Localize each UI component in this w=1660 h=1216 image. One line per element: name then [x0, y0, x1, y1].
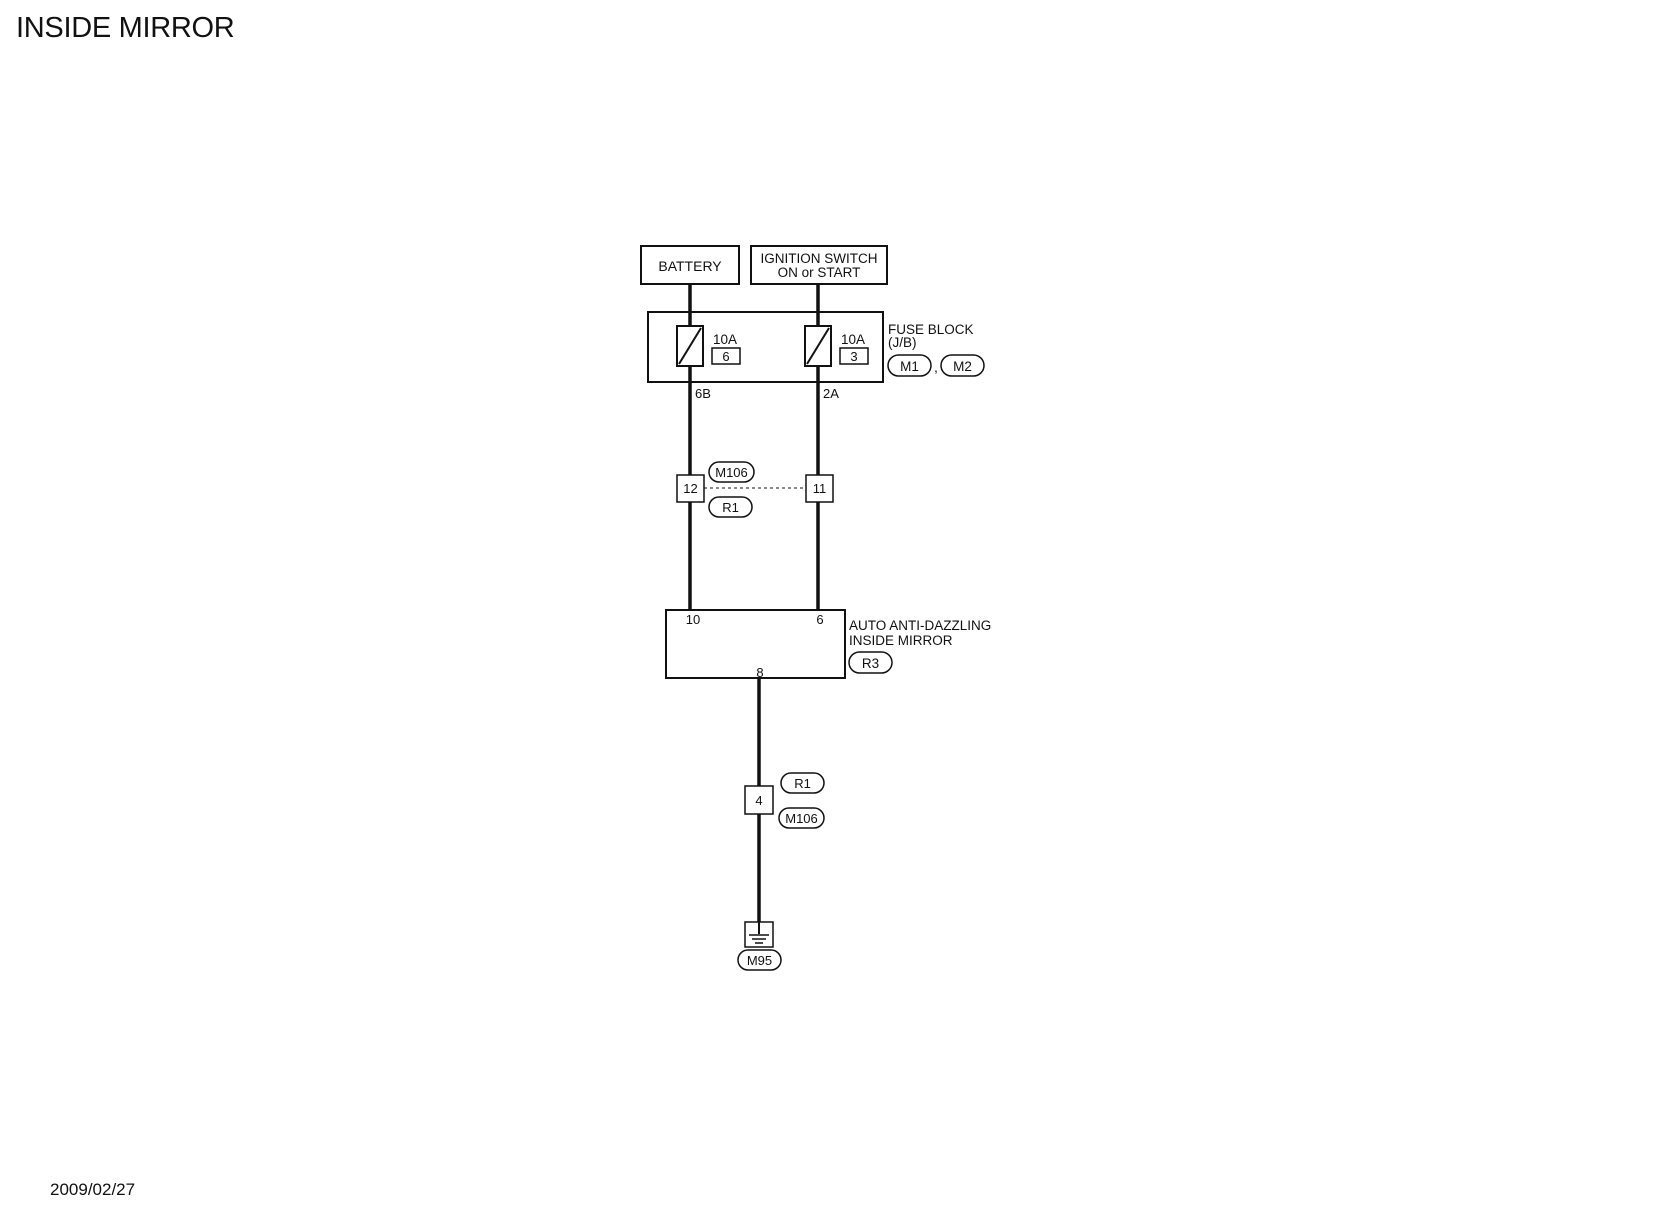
ignition-switch-state: ON or START — [778, 265, 861, 280]
mirror-pin-10: 10 — [686, 612, 700, 627]
ground-connector-m95 — [737, 949, 782, 971]
pin-4-box — [744, 785, 774, 815]
mirror-connector-r3-label: R3 — [862, 656, 879, 671]
footer-date: 2009/02/27 — [50, 1180, 136, 1199]
fuse-right-number: 3 — [850, 349, 857, 364]
fuse-block-jb-label: (J/B) — [888, 335, 917, 350]
fuse-left-element — [678, 327, 702, 365]
fuse-right-number-box — [839, 347, 869, 365]
lower-connector-r1-label: R1 — [794, 776, 811, 791]
harness-connector-r1-label: R1 — [722, 500, 739, 515]
ground-icon — [744, 921, 774, 948]
ignition-switch-box — [750, 245, 888, 285]
harness-connector-r1-tag — [708, 496, 753, 518]
fuse-right-rating: 10A — [841, 332, 865, 347]
fuse-block-connector-separator: , — [934, 359, 938, 375]
fuse-right-terminal: 2A — [823, 386, 839, 401]
mirror-box — [665, 609, 846, 679]
fuse-block-connector-m2 — [940, 354, 985, 377]
battery-label: BATTERY — [658, 258, 722, 274]
lower-connector-m106-label: M106 — [785, 811, 818, 826]
pin-4-label: 4 — [755, 793, 762, 808]
fuse-left-rating: 10A — [713, 332, 737, 347]
pin-11-box — [805, 474, 834, 503]
pin-12-label: 12 — [683, 481, 697, 496]
fuse-block-label: FUSE BLOCK — [888, 322, 974, 337]
page-title: INSIDE MIRROR — [16, 12, 235, 44]
harness-connector-m106-tag — [708, 461, 755, 483]
battery-box — [640, 245, 740, 285]
pin-12-box — [676, 474, 705, 503]
fuse-left-number-box — [711, 347, 741, 365]
fuse-block-connector-m2-label: M2 — [953, 359, 972, 374]
mirror-label: AUTO ANTI-DAZZLING — [849, 618, 991, 633]
mirror-pin-6: 6 — [816, 612, 823, 627]
pin-11-label: 11 — [813, 481, 827, 496]
ignition-switch-label: IGNITION SWITCH — [761, 251, 878, 266]
mirror-pin-8: 8 — [756, 665, 763, 680]
fuse-left-terminal: 6B — [695, 386, 711, 401]
mirror-label-line2: INSIDE MIRROR — [849, 633, 953, 648]
lower-connector-m106-tag — [778, 807, 825, 829]
fuse-right-element — [806, 327, 830, 365]
harness-connector-m106-label: M106 — [715, 465, 748, 480]
fuse-left-number: 6 — [722, 349, 729, 364]
fuse-block-connector-m1-label: M1 — [900, 359, 919, 374]
ground-connector-m95-label: M95 — [747, 953, 772, 968]
lower-connector-r1-tag — [780, 772, 825, 794]
fuse-block-connector-m1 — [887, 354, 932, 377]
mirror-connector-r3 — [848, 651, 893, 674]
